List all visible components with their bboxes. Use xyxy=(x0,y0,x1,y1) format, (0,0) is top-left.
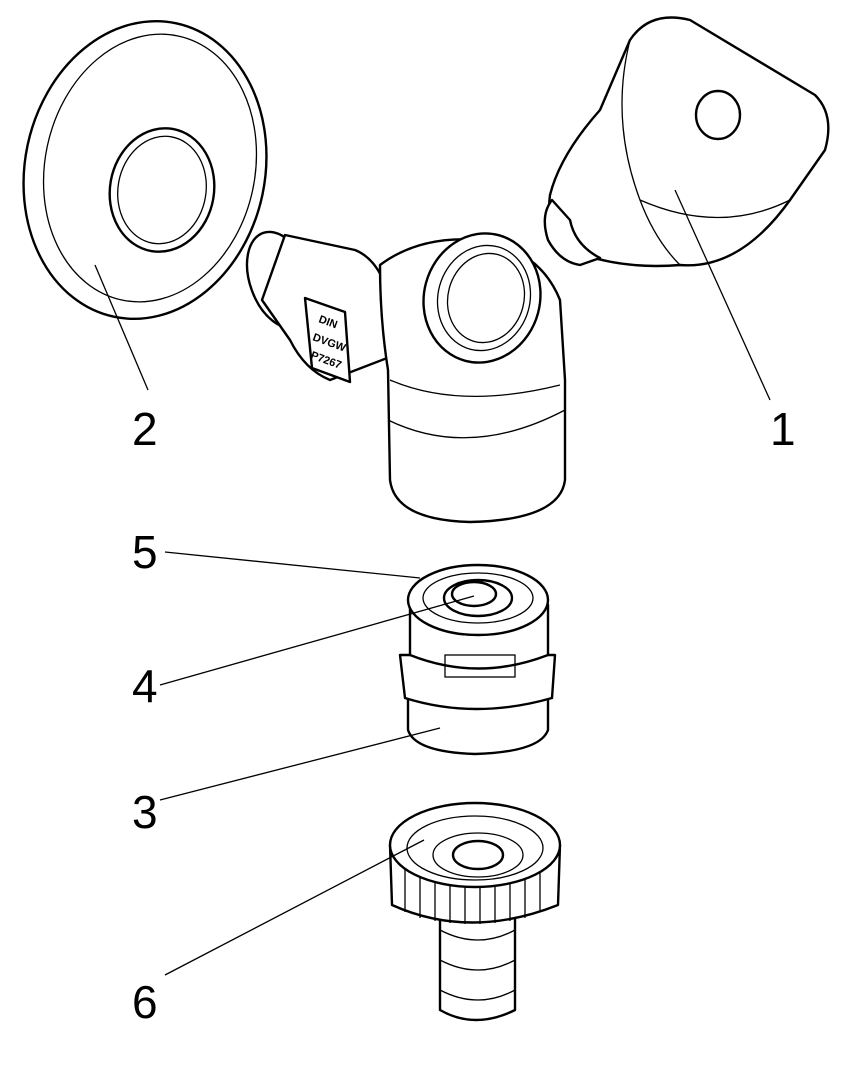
leader-3 xyxy=(159,727,441,801)
knurled-grip xyxy=(404,860,541,924)
outlet-insert-part xyxy=(398,563,557,756)
valve-body: DIN DVGW P7267 xyxy=(245,230,567,524)
part-number-5: 5 xyxy=(132,526,158,578)
leader-4 xyxy=(159,595,475,686)
certification-label-plate xyxy=(303,296,352,384)
leader-6 xyxy=(164,839,425,976)
wall-rosette-part xyxy=(22,19,268,321)
handwheel-part xyxy=(543,16,830,268)
leader-1 xyxy=(674,189,771,401)
part-number-1: 1 xyxy=(770,403,796,455)
part-number-2: 2 xyxy=(132,403,158,455)
leader-2 xyxy=(94,264,149,391)
part-number-6: 6 xyxy=(132,976,158,1028)
hose-connector-part xyxy=(388,801,562,1022)
part-number-3: 3 xyxy=(132,786,158,838)
part-number-4: 4 xyxy=(132,660,158,712)
leader-5 xyxy=(164,551,421,579)
